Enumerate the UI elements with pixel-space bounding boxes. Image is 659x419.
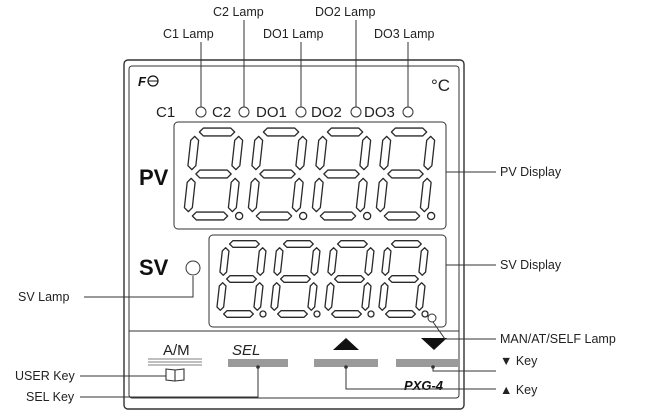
fe-logo-icon: F: [138, 74, 159, 89]
c1-indicator-label: C1: [156, 104, 175, 121]
unit-label: °C: [431, 76, 450, 95]
do2-lamp: [350, 106, 362, 118]
sv-display: [208, 234, 447, 328]
man-at-self-lamp-callout: MAN/AT/SELF Lamp: [500, 332, 616, 346]
seven-segment-digit-icon: [311, 127, 372, 221]
pv-display-callout: PV Display: [500, 165, 562, 179]
c1-lamp: [195, 106, 207, 118]
down-key-callout: ▼ Key: [500, 354, 538, 368]
do2-lamp-callout: DO2 Lamp: [315, 5, 375, 19]
man-at-self-lamp: [427, 313, 437, 323]
sel-key-leader-line: [80, 367, 259, 398]
sel-key-callout: SEL Key: [26, 390, 75, 404]
do2-indicator-label: DO2: [311, 104, 342, 121]
do1-indicator-label: DO1: [256, 104, 287, 121]
do3-lamp-callout: DO3 Lamp: [374, 27, 434, 41]
sv-lamp: [185, 260, 201, 276]
c2-lamp-callout: C2 Lamp: [213, 5, 264, 19]
up-key-leader-dot: [344, 365, 348, 369]
c2-lamp: [238, 106, 250, 118]
user-key-callout: USER Key: [15, 369, 75, 383]
sv-lamp-callout: SV Lamp: [18, 290, 69, 304]
sv-display-callout: SV Display: [500, 258, 562, 272]
pv-digit-group: [183, 127, 436, 221]
seven-segment-digit-icon: [378, 240, 429, 318]
up-key[interactable]: [314, 359, 378, 367]
up-triangle-icon: [333, 338, 359, 350]
seven-segment-digit-icon: [216, 240, 267, 318]
down-triangle-icon: [421, 338, 447, 350]
seven-segment-digit-icon: [270, 240, 321, 318]
pv-label: PV: [139, 165, 169, 190]
am-key-label: A/M: [163, 342, 190, 359]
sv-digit-group: [216, 240, 429, 318]
user-key[interactable]: [148, 358, 202, 382]
book-icon: [165, 368, 185, 382]
do3-indicator-label: DO3: [364, 104, 395, 121]
seven-segment-digit-icon: [324, 240, 375, 318]
sv-lamp-leader-line: [84, 276, 194, 298]
pv-display: [173, 121, 447, 230]
do3-lamp: [402, 106, 414, 118]
up-key-leader-line: [345, 367, 496, 390]
seven-segment-digit-icon: [375, 127, 436, 221]
down-key[interactable]: [396, 359, 460, 367]
man-at-self-leader-line: [432, 321, 496, 340]
c2-indicator-label: C2: [212, 104, 231, 121]
svg-text:F: F: [138, 74, 147, 89]
seven-segment-digit-icon: [247, 127, 308, 221]
sel-key-leader-dot: [256, 365, 260, 369]
c1-lamp-callout: C1 Lamp: [163, 27, 214, 41]
up-key-callout: ▲ Key: [500, 383, 538, 397]
seven-segment-digit-icon: [183, 127, 244, 221]
model-name: PXG-4: [404, 378, 444, 393]
do1-lamp-callout: DO1 Lamp: [263, 27, 323, 41]
sel-key-label: SEL: [232, 342, 260, 359]
sv-label: SV: [139, 255, 169, 280]
down-key-leader-dot: [431, 365, 435, 369]
do1-lamp: [295, 106, 307, 118]
sel-key[interactable]: [228, 359, 288, 367]
